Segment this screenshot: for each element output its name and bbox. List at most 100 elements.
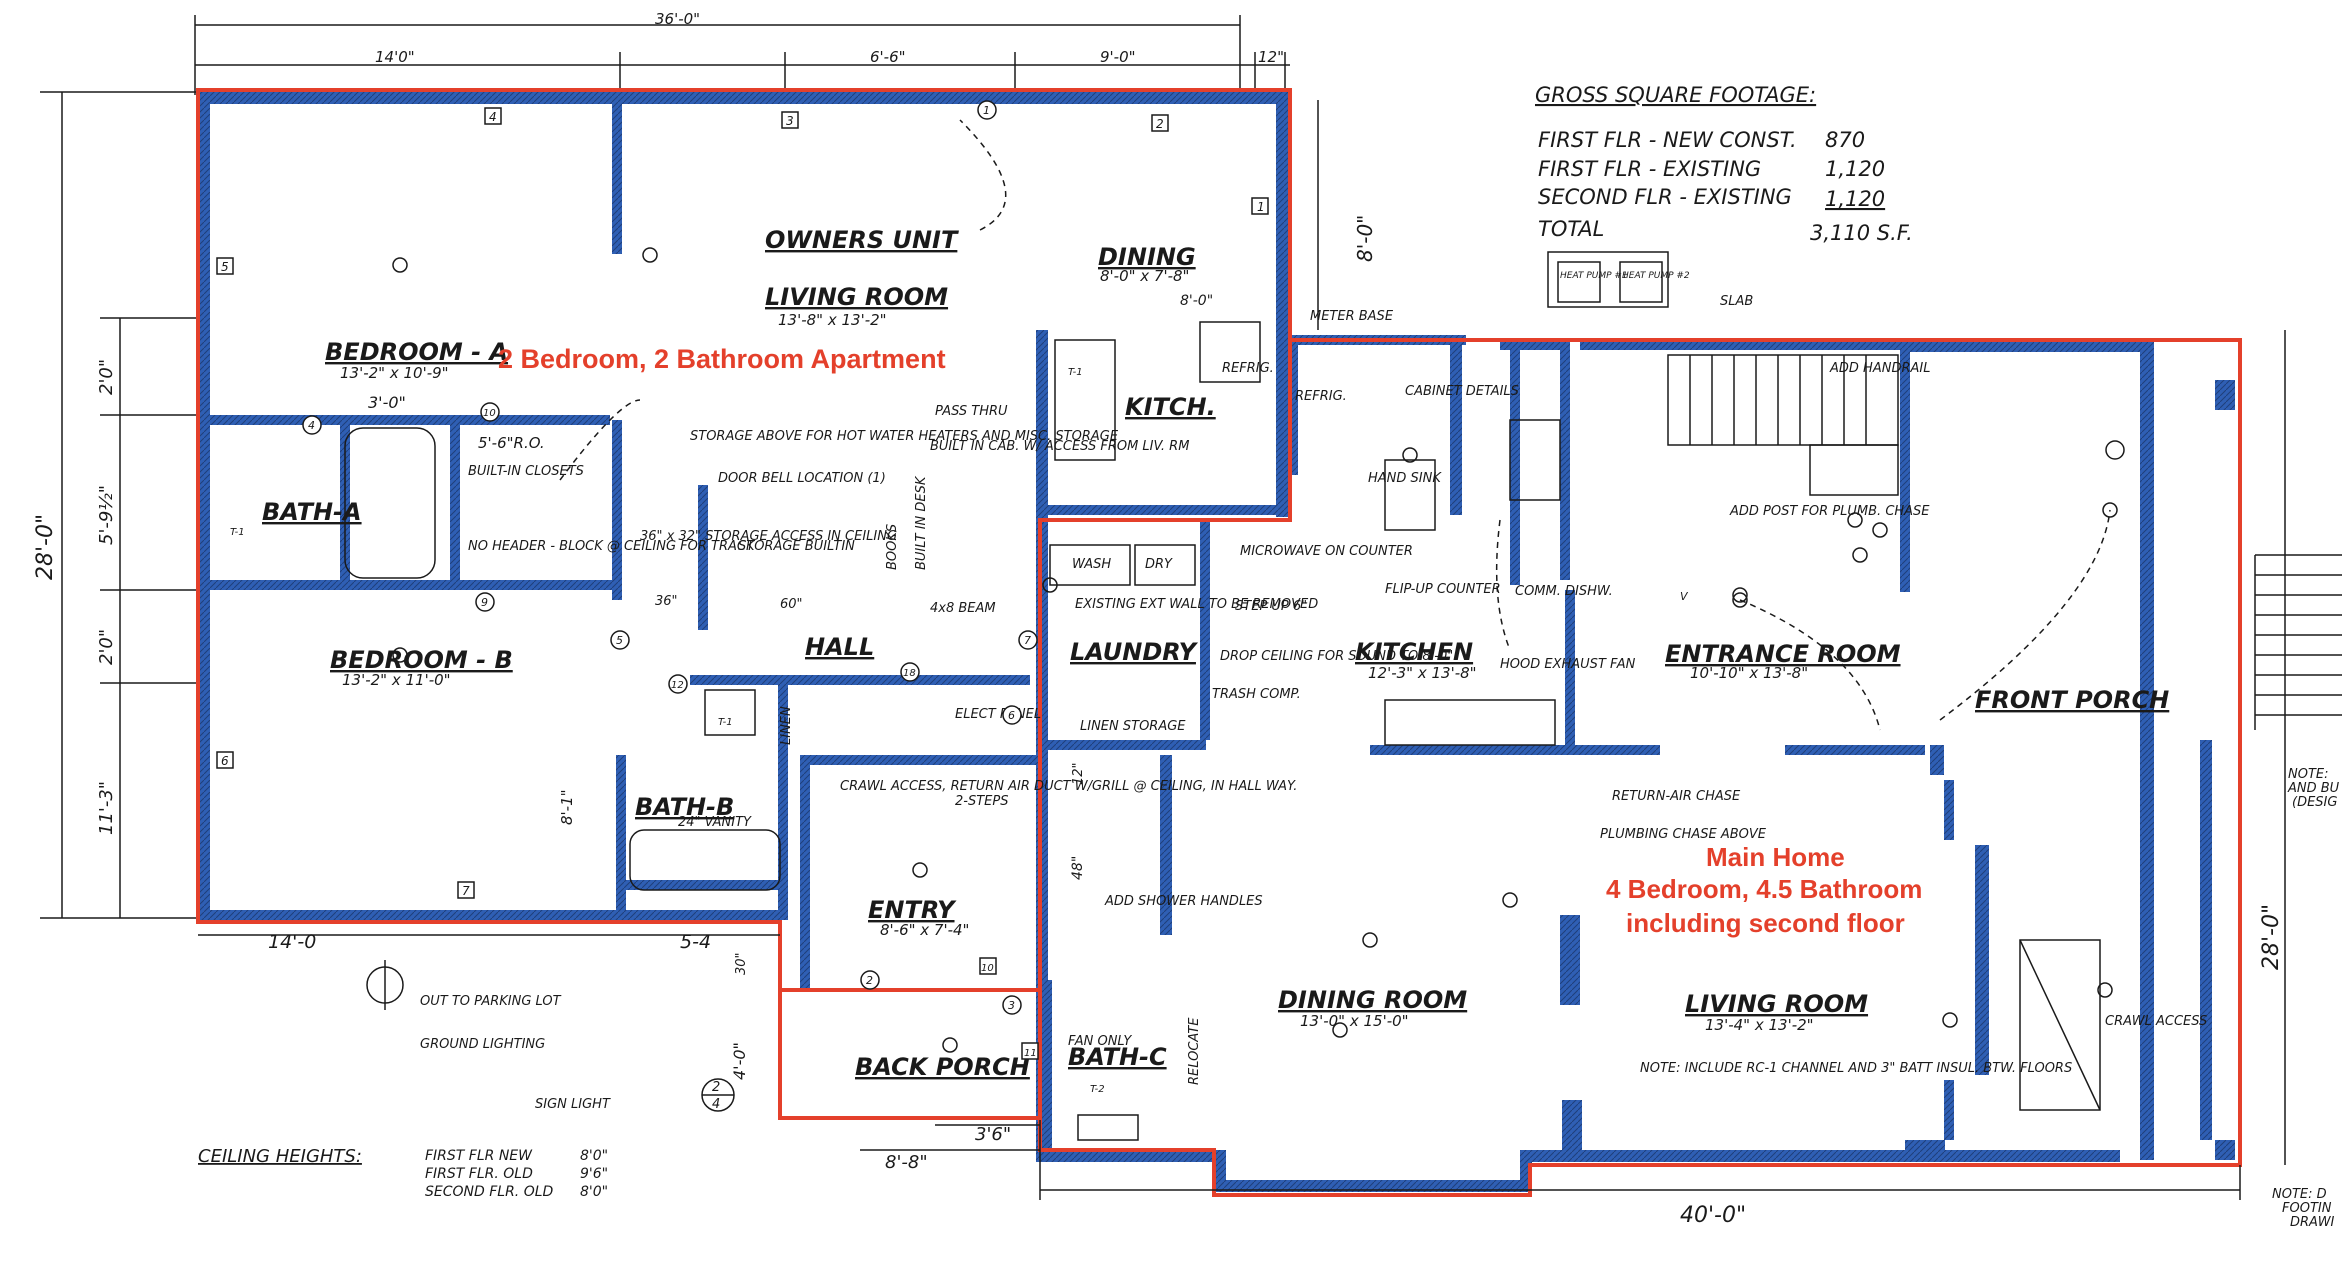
- note-insul: NOTE: INCLUDE RC-1 CHANNEL AND 3" BATT I…: [1640, 1061, 2072, 1076]
- dim-66: 6'-6": [870, 48, 906, 66]
- dim-left-3: 2'0": [96, 629, 117, 665]
- note-hand-sink: HAND SINK: [1368, 471, 1442, 486]
- top-dimensions: [194, 15, 1290, 95]
- annotation-main-home-2: 4 Bedroom, 4.5 Bathroom: [1606, 874, 1922, 904]
- room-kitch: KITCH.: [1125, 393, 1216, 421]
- num-9: 9: [481, 596, 488, 609]
- left-dimensions: [40, 91, 200, 919]
- gsf-row-3-label: SECOND FLR - EXISTING: [1538, 185, 1792, 209]
- note-add-post: ADD POST FOR PLUMB. CHASE: [1729, 504, 1930, 519]
- dim-left-1: 2'0": [96, 359, 117, 395]
- dim-right-800: 8'-0": [1353, 215, 1377, 262]
- note-trash-comp: TRASH COMP.: [1212, 687, 1301, 702]
- note-comm-dishw: COMM. DISHW.: [1515, 584, 1613, 599]
- room-back-porch: BACK PORCH: [855, 1053, 1030, 1081]
- gsf-row-2-label: FIRST FLR - EXISTING: [1538, 157, 1761, 181]
- dim-30b: 3'-0": [368, 393, 406, 412]
- num-5: 5: [616, 634, 623, 647]
- dim-bottom-14: 14'-0: [268, 931, 316, 953]
- note-microwave: MICROWAVE ON COUNTER: [1240, 544, 1413, 559]
- room-entry-size: 8'-6" x 7'-4": [880, 921, 969, 939]
- stairs: [1667, 354, 1899, 496]
- ceiling-row-3-value: 8'0": [580, 1184, 608, 1200]
- note-right-4: NOTE:: [2288, 767, 2329, 782]
- room-dining-a: DINING: [1098, 243, 1196, 271]
- note-right-3: DRAWI: [2290, 1215, 2335, 1230]
- gsf-row-1-value: 870: [1825, 128, 1865, 152]
- gsf-row-3-value: 1,120: [1825, 187, 1885, 211]
- dim-bottom-54: 5-4: [680, 931, 711, 953]
- note-step-up: STEP UP 6": [1235, 599, 1307, 614]
- num-4: 4: [308, 419, 315, 432]
- ceiling-row-1-value: 8'0": [580, 1148, 608, 1164]
- red-outlines: [196, 88, 2242, 1197]
- fixture-t2: T-2: [1090, 1084, 1105, 1095]
- room-living-a-size: 13'-8" x 13'-2": [778, 311, 887, 329]
- num-6: 6: [1008, 709, 1015, 722]
- room-entry: ENTRY: [868, 896, 957, 924]
- note-storage-builtin: STORAGE BUILTIN: [738, 539, 855, 554]
- gsf-row-2-value: 1,120: [1825, 157, 1885, 181]
- note-pass-thru: PASS THRU: [935, 404, 1008, 419]
- ceiling-row-2-label: FIRST FLR. OLD: [425, 1166, 533, 1182]
- dim-right-280: 28'-0": [2259, 904, 2284, 970]
- note-linen-storage: LINEN STORAGE: [1080, 719, 1186, 734]
- dim-left-2: 5'-9½": [96, 485, 117, 545]
- note-right-1: NOTE: D: [2272, 1187, 2327, 1202]
- main-home-outline: [1038, 338, 2242, 1197]
- fixtures: [344, 119, 2342, 1141]
- tags: [216, 100, 2125, 1060]
- dim-dining-80: 8'-0": [1180, 293, 1213, 309]
- tag-4: 4: [489, 110, 497, 124]
- note-plumbing-chase: PLUMBING CHASE ABOVE: [1600, 827, 1767, 842]
- dim-90: 9'-0": [1100, 48, 1136, 66]
- room-kitchen-size: 12'-3" x 13'-8": [1368, 664, 1477, 682]
- gsf-row-1-label: FIRST FLR - NEW CONST.: [1538, 128, 1797, 152]
- walls: [198, 92, 2235, 1192]
- tag-11: 11: [1024, 1048, 1037, 1059]
- fixture-t1-c: T-1: [1068, 367, 1083, 378]
- ceiling-title: CEILING HEIGHTS:: [198, 1146, 362, 1167]
- note-crawl-access-b: CRAWL ACCESS: [2105, 1014, 2207, 1029]
- note-add-handrail: ADD HANDRAIL: [1829, 361, 1930, 376]
- room-bedroom-b: BEDROOM - B: [330, 646, 513, 674]
- note-out-parking: OUT TO PARKING LOT: [420, 994, 562, 1009]
- ceiling-row-1-label: FIRST FLR NEW: [425, 1148, 533, 1164]
- dim-12: 12": [1258, 48, 1284, 66]
- dim-12b: 12": [1071, 762, 1086, 785]
- room-entrance-size: 10'-10" x 13'-8": [1690, 664, 1808, 682]
- annotation-apartment: 2 Bedroom, 2 Bathroom Apartment: [498, 344, 946, 374]
- dim-bottom-88: 8'-8": [885, 1152, 928, 1173]
- room-laundry: LAUNDRY: [1070, 638, 1199, 666]
- exterior-steps: [2254, 554, 2342, 730]
- room-bath-a: BATH-A: [262, 498, 362, 526]
- room-living-a: LIVING ROOM: [765, 283, 948, 311]
- room-bath-c: BATH-C: [1068, 1043, 1167, 1071]
- num-2: 2: [866, 974, 873, 987]
- tag-1: 1: [1257, 200, 1265, 214]
- room-owners-unit: OWNERS UNIT: [765, 226, 959, 254]
- heat-pump-1: HEAT PUMP #1: [1560, 271, 1628, 281]
- note-no-header: NO HEADER - BLOCK @ CEILING FOR TRACK: [468, 539, 756, 554]
- note-add-shower: ADD SHOWER HANDLES: [1104, 894, 1263, 909]
- gsf-total-label: TOTAL: [1538, 217, 1604, 241]
- note-cabinet-details: CABINET DETAILS: [1405, 384, 1519, 399]
- ceiling-row-3-label: SECOND FLR. OLD: [425, 1184, 554, 1200]
- dim-bottom-40: 40'-0": [1680, 1203, 1746, 1228]
- room-living-b-size: 13'-4" x 13'-2": [1705, 1016, 1814, 1034]
- fixture-t1-b: T-1: [718, 717, 733, 728]
- tag-v: V: [1680, 590, 1689, 603]
- dim-30: 30": [734, 952, 749, 975]
- note-hood: HOOD EXHAUST FAN: [1500, 657, 1636, 672]
- annotation-main-home-1: Main Home: [1706, 842, 1845, 872]
- note-ground-lighting: GROUND LIGHTING: [420, 1037, 545, 1052]
- tag-7: 7: [462, 884, 470, 898]
- dim-60: 60": [780, 597, 803, 612]
- dim-36: 36": [655, 594, 678, 609]
- section-marker: [366, 960, 735, 1112]
- section-num-b: 4: [712, 1097, 720, 1112]
- note-sign-light: SIGN LIGHT: [535, 1097, 611, 1112]
- note-right-6: (DESIG: [2292, 795, 2337, 810]
- dim-56: 5'-6"R.O.: [478, 434, 545, 452]
- num-1: 1: [983, 104, 990, 117]
